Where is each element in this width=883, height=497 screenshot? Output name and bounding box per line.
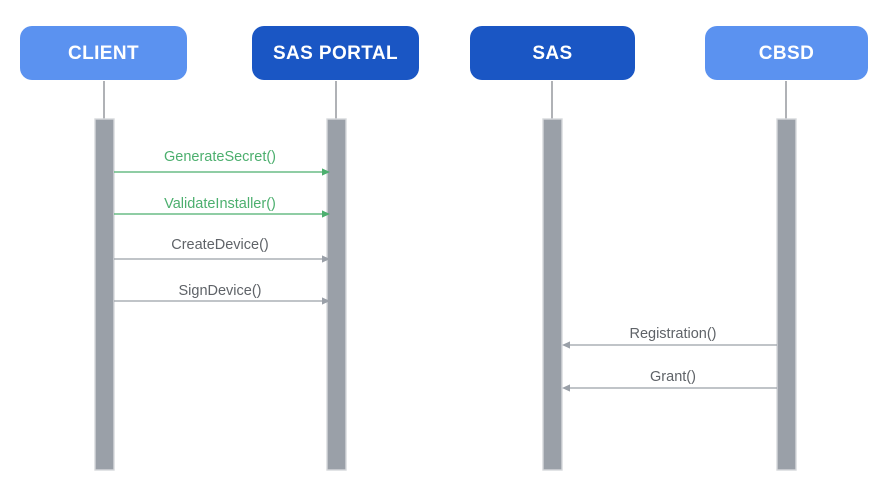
actor-box-cbsd[interactable]: CBSD: [705, 26, 868, 80]
actor-box-sas-portal[interactable]: SAS PORTAL: [252, 26, 419, 80]
message-m1: GenerateSecret(): [114, 149, 330, 176]
activation-bar-sas: [542, 118, 563, 471]
arrowhead-icon-m2: [322, 210, 330, 218]
arrowhead-icon-m5: [562, 341, 570, 349]
messages-layer: GenerateSecret() ValidateInstaller() Creat…: [114, 149, 777, 392]
actor-box-client[interactable]: CLIENT: [20, 26, 187, 80]
message-m2: ValidateInstaller(): [114, 196, 330, 218]
message-label-m1: GenerateSecret(): [164, 149, 276, 165]
activation-bars-layer: [94, 118, 797, 471]
lifelines-layer: [103, 81, 787, 121]
activation-bar-sas-portal: [326, 118, 347, 471]
actor-box-sas[interactable]: SAS: [470, 26, 635, 80]
activation-bar-client: [94, 118, 115, 471]
message-label-m4: SignDevice(): [179, 283, 262, 299]
arrowhead-icon-m3: [322, 255, 330, 263]
actor-label-client: CLIENT: [68, 43, 139, 64]
message-label-m2: ValidateInstaller(): [164, 196, 276, 212]
message-label-m5: Registration(): [629, 326, 716, 342]
message-m5: Registration(): [562, 326, 777, 349]
actor-box-shape-sas-portal[interactable]: [252, 26, 419, 80]
arrowhead-icon-m1: [322, 168, 330, 176]
actor-box-shape-cbsd[interactable]: [705, 26, 868, 80]
actor-label-sas-portal: SAS PORTAL: [273, 43, 398, 64]
message-label-m6: Grant(): [650, 369, 696, 385]
message-label-m3: CreateDevice(): [171, 237, 269, 253]
activation-bar-cbsd: [776, 118, 797, 471]
actor-label-sas: SAS: [532, 43, 572, 64]
actor-box-shape-client[interactable]: [20, 26, 187, 80]
arrowhead-icon-m6: [562, 384, 570, 392]
actor-boxes-layer: CLIENT SAS PORTAL SAS CBSD: [20, 26, 868, 80]
message-m6: Grant(): [562, 369, 777, 392]
message-m3: CreateDevice(): [114, 237, 330, 263]
actor-box-shape-sas[interactable]: [470, 26, 635, 80]
message-m4: SignDevice(): [114, 283, 330, 305]
arrowhead-icon-m4: [322, 297, 330, 305]
actor-label-cbsd: CBSD: [759, 43, 814, 64]
